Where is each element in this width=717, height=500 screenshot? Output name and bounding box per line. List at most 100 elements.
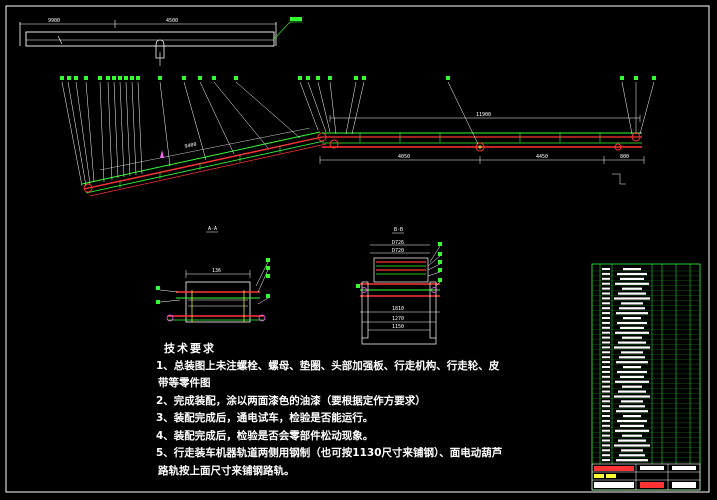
- parts-row-code-mark: [602, 321, 610, 324]
- parts-row-name-mark: [621, 400, 643, 403]
- top-rail-beam: [19, 20, 302, 66]
- parts-row-code-mark: [602, 331, 610, 334]
- dim-aa-width: 136: [212, 268, 221, 274]
- section-bb-title: B-B: [394, 227, 403, 233]
- parts-row-code-mark: [602, 459, 610, 462]
- parts-row-code-mark: [602, 356, 610, 359]
- parts-row-name-mark: [620, 424, 644, 427]
- parts-row-name-mark: [621, 351, 643, 354]
- parts-row-name-mark: [614, 395, 650, 398]
- parts-row-code-mark: [602, 326, 610, 329]
- parts-row-name-mark: [619, 405, 645, 408]
- tech-item-5: 5、行走装车机器轨道两侧用钢制（也可按1130尺寸来铺钢）、面电动葫芦: [156, 447, 503, 459]
- tech-item-4: 4、装配完成后，检验是否会零部件松动现象。: [156, 429, 374, 442]
- incline-leader-lines: [61, 81, 327, 187]
- parts-row-name-mark: [618, 439, 646, 442]
- dim-seg-2: 4450: [536, 154, 548, 160]
- parts-row-code-mark: [602, 385, 610, 388]
- parts-row-name-mark: [618, 390, 646, 393]
- parts-row-name-mark: [623, 366, 641, 369]
- parts-row-code-mark: [602, 405, 610, 408]
- section-aa-title: A-A: [208, 226, 217, 232]
- parts-row-code-mark: [602, 277, 610, 280]
- parts-row-code-mark: [602, 336, 610, 339]
- parts-row-name-mark: [614, 444, 650, 447]
- parts-row-name-mark: [615, 429, 649, 432]
- parts-list-rows: [592, 268, 700, 463]
- tech-item-1-cont: 带等零件图: [158, 377, 211, 389]
- parts-row-name-mark: [621, 302, 643, 305]
- parts-row-code-mark: [602, 375, 610, 378]
- parts-row-code-mark: [602, 415, 610, 417]
- parts-row-name-mark: [617, 419, 647, 423]
- parts-row-name-mark: [620, 375, 644, 378]
- parts-row-code-mark: [602, 429, 610, 432]
- parts-row-name-mark: [616, 410, 648, 413]
- parts-row-name-mark: [615, 380, 649, 383]
- parts-row-code-mark: [602, 272, 610, 275]
- parts-row-name-mark: [619, 356, 645, 359]
- dim-bb-top-1: D726: [392, 240, 404, 246]
- parts-row-name-mark: [618, 341, 646, 344]
- parts-row-name-mark: [622, 336, 642, 339]
- dim-bb-w2: 1270: [392, 316, 404, 322]
- parts-row-code-mark: [602, 454, 610, 457]
- parts-row-code-mark: [602, 282, 610, 285]
- parts-row-code-mark: [602, 380, 610, 383]
- dim-seg-1: 4050: [398, 154, 410, 160]
- tech-item-2: 2、完成装配，涂以两面漆色的油漆（要根据定作方要求）: [156, 394, 426, 407]
- parts-row-code-mark: [602, 419, 610, 422]
- horizontal-label-tags: [316, 76, 656, 80]
- dim-slope: 9400: [184, 142, 197, 150]
- parts-row-code-mark: [602, 434, 610, 437]
- parts-row-code-mark: [602, 439, 610, 442]
- dim-seg-3: 800: [620, 154, 629, 160]
- parts-row-name-mark: [623, 317, 641, 320]
- parts-row-name-mark: [623, 268, 641, 271]
- dim-bb-w1: 1810: [392, 306, 404, 312]
- parts-row-code-mark: [602, 317, 610, 319]
- tech-item-1: 1、总装图上未注螺栓、螺母、垫圈、头部加强板、行走机构、行走轮、皮: [156, 359, 500, 372]
- parts-row-name-mark: [620, 277, 644, 280]
- tech-item-5-cont: 路轨按上面尺寸来铺钢路轨。: [158, 464, 295, 477]
- incline-label-tags: [60, 76, 310, 80]
- dim-bb-top-2: D720: [392, 248, 404, 254]
- inclined-conveyor: [81, 127, 327, 197]
- parts-row-code-mark: [602, 400, 610, 403]
- label-tag-top: [290, 17, 302, 21]
- parts-row-code-mark: [602, 424, 610, 427]
- dim-horizontal-total: 11900: [476, 112, 491, 118]
- parts-row-name-mark: [617, 370, 647, 374]
- parts-row-name-mark: [622, 287, 642, 290]
- drawing-border: [5, 5, 710, 493]
- dim-top-left: 9900: [48, 18, 60, 24]
- parts-row-name-mark: [622, 434, 642, 437]
- parts-row-code-mark: [602, 346, 610, 349]
- parts-row-code-mark: [602, 366, 610, 368]
- parts-row-name-mark: [616, 361, 648, 364]
- section-bb-drawing: [356, 242, 442, 345]
- parts-row-name-mark: [615, 331, 649, 334]
- parts-row-name-mark: [618, 292, 646, 295]
- parts-row-name-mark: [620, 326, 644, 329]
- horizontal-conveyor: [319, 115, 645, 185]
- parts-row-code-mark: [602, 297, 610, 300]
- tech-item-3: 3、装配完成后，通电试车，检验是否能运行。: [156, 412, 374, 424]
- parts-row-code-mark: [602, 395, 610, 398]
- dim-top-right: 4500: [166, 18, 178, 24]
- parts-row-name-mark: [621, 449, 643, 452]
- parts-row-code-mark: [602, 361, 610, 364]
- horizontal-leader-lines: [317, 81, 655, 145]
- parts-row-name-mark: [614, 297, 650, 300]
- parts-row-name-mark: [616, 312, 648, 315]
- title-block: [591, 463, 701, 491]
- parts-row-name-mark: [622, 385, 642, 388]
- parts-row-code-mark: [602, 444, 610, 447]
- parts-row-name-mark: [619, 307, 645, 310]
- section-aa-drawing: [156, 258, 270, 323]
- parts-row-code-mark: [602, 307, 610, 310]
- parts-row-code-mark: [602, 292, 610, 295]
- tech-requirements-title: 技术要求: [164, 342, 216, 355]
- parts-row-name-mark: [616, 459, 648, 462]
